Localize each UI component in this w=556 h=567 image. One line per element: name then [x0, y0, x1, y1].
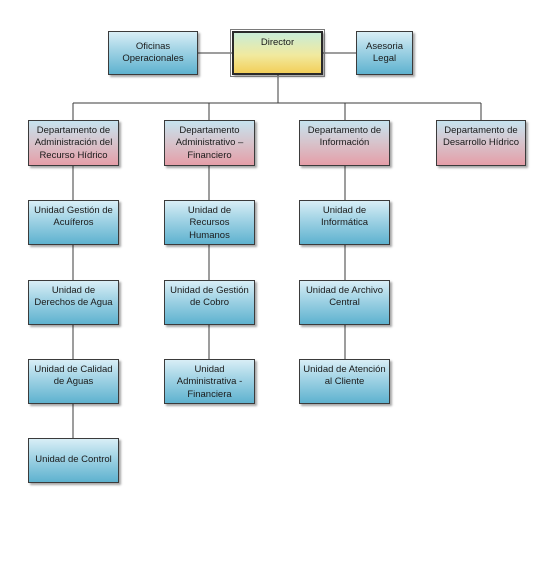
- unit-box: Unidad Administrativa - Financiera: [164, 359, 255, 404]
- unit-box: Unidad de Atención al Cliente: [299, 359, 390, 404]
- asesoria-legal-box: Asesoria Legal: [356, 31, 413, 75]
- unit-label: Unidad de Calidad de Aguas: [34, 364, 113, 388]
- unit-box: Unidad de Archivo Central: [299, 280, 390, 325]
- department-box: Departamento de Información: [299, 120, 390, 166]
- department-label: Departamento de Administración del Recur…: [34, 125, 113, 161]
- director-label: Director: [260, 37, 295, 48]
- unit-label: Unidad Gestión de Acuíferos: [34, 205, 113, 229]
- unit-label: Unidad de Control: [35, 454, 112, 466]
- department-box: Departamento de Desarrollo Hídrico: [436, 120, 526, 166]
- unit-label: Unidad de Gestión de Cobro: [170, 285, 249, 309]
- unit-label: Unidad de Informática: [321, 205, 368, 229]
- unit-box: Unidad de Recursos Humanos: [164, 200, 255, 245]
- unit-box: Unidad de Calidad de Aguas: [28, 359, 119, 404]
- director-box: Director: [230, 29, 325, 77]
- unit-box: Unidad de Derechos de Agua: [28, 280, 119, 325]
- unit-box: Unidad Gestión de Acuíferos: [28, 200, 119, 245]
- unit-label: Unidad Administrativa - Financiera: [176, 364, 243, 400]
- department-label: Departamento Administrativo – Financiero: [175, 125, 244, 161]
- asesoria-legal-label: Asesoria Legal: [366, 40, 403, 64]
- unit-box: Unidad de Informática: [299, 200, 390, 245]
- oficinas-operacionales-label: Oficinas Operacionales: [122, 40, 184, 64]
- unit-label: Unidad de Recursos Humanos: [187, 205, 232, 241]
- oficinas-operacionales-box: Oficinas Operacionales: [108, 31, 198, 75]
- unit-label: Unidad de Atención al Cliente: [303, 364, 386, 388]
- department-box: Departamento de Administración del Recur…: [28, 120, 119, 166]
- unit-label: Unidad de Archivo Central: [305, 285, 384, 309]
- unit-box: Unidad de Control: [28, 438, 119, 483]
- department-label: Departamento de Información: [307, 125, 382, 149]
- department-box: Departamento Administrativo – Financiero: [164, 120, 255, 166]
- unit-box: Unidad de Gestión de Cobro: [164, 280, 255, 325]
- department-label: Departamento de Desarrollo Hídrico: [442, 125, 520, 149]
- unit-label: Unidad de Derechos de Agua: [34, 285, 113, 309]
